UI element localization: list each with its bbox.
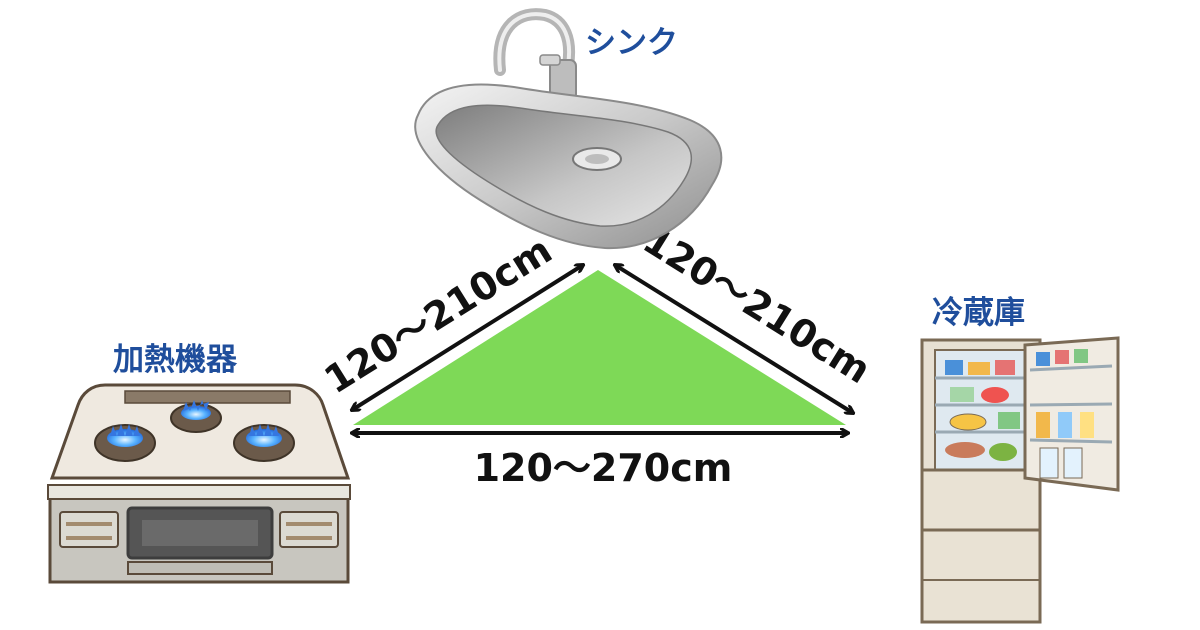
arrow-sink-fridge [615, 265, 853, 413]
sink-illustration [414, 8, 723, 250]
arrow-stove-sink [352, 265, 583, 410]
stove-title: 加熱機器 [113, 342, 238, 378]
refrigerator-illustration [920, 336, 1120, 624]
distance-label-stove-fridge: 120～270cm [474, 446, 733, 490]
refrigerator-title: 冷蔵庫 [932, 295, 1025, 331]
stove-illustration [47, 383, 351, 584]
sink-title: シンク [585, 25, 678, 61]
